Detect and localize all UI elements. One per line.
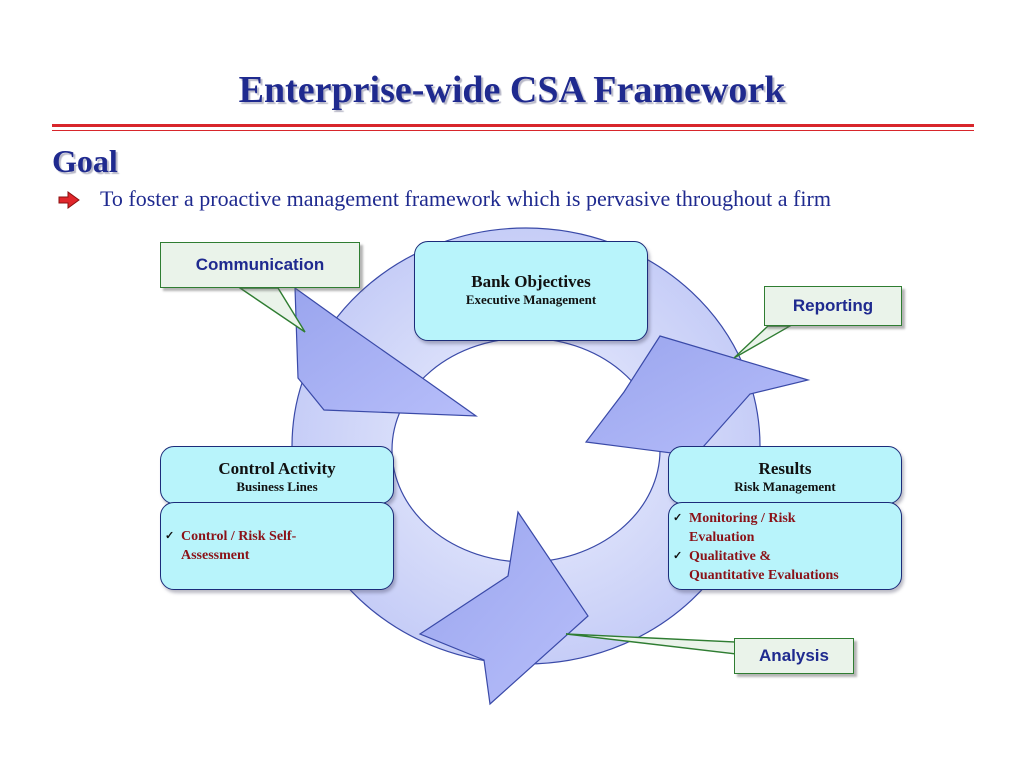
cycle-arrow-left — [294, 286, 478, 417]
results-subtitle: Risk Management — [734, 479, 836, 494]
analysis-label: Analysis — [759, 646, 829, 665]
communication-pointer — [237, 287, 306, 333]
list-item: ✓Control / Risk Self- — [165, 529, 297, 544]
control-activity-list: ✓Control / Risk Self- Assessment — [160, 502, 394, 590]
check-mark-icon: ✓ — [673, 550, 683, 562]
bank-objectives-title: Bank Objectives — [471, 272, 591, 291]
list-item: Quantitative Evaluations — [689, 568, 839, 583]
list-item: ✓Monitoring / Risk — [673, 511, 796, 526]
slide-title: Enterprise-wide CSA Framework — [238, 69, 786, 111]
control-activity-box: Control Activity Business Lines — [160, 446, 394, 504]
control-activity-title: Control Activity — [218, 459, 336, 478]
reporting-label: Reporting — [792, 296, 874, 315]
title-divider-thin — [52, 130, 974, 131]
check-mark-icon: ✓ — [673, 512, 683, 524]
communication-label: Communication — [195, 255, 325, 274]
communication-callout: Communication — [160, 242, 360, 288]
control-activity-subtitle: Business Lines — [236, 479, 318, 494]
bank-objectives-subtitle: Executive Management — [465, 292, 597, 307]
title-divider-thick — [52, 124, 974, 127]
list-item: ✓Qualitative & — [673, 549, 772, 564]
goal-heading: Goal — [52, 143, 118, 179]
results-title: Results — [758, 459, 812, 478]
list-item: Assessment — [181, 548, 250, 563]
bank-objectives-box: Bank Objectives Executive Management — [414, 241, 648, 341]
check-mark-icon: ✓ — [165, 530, 175, 542]
results-box: Results Risk Management — [668, 446, 902, 504]
results-list: ✓Monitoring / Risk Evaluation ✓Qualitati… — [668, 502, 902, 590]
red-arrow-bullet-icon — [58, 191, 80, 209]
analysis-callout: Analysis — [734, 638, 854, 674]
cycle-arrow-bottom — [418, 510, 589, 706]
goal-text: To foster a proactive management framewo… — [100, 186, 831, 211]
reporting-pointer — [733, 325, 793, 359]
reporting-callout: Reporting — [764, 286, 902, 326]
list-item: Evaluation — [689, 530, 755, 545]
